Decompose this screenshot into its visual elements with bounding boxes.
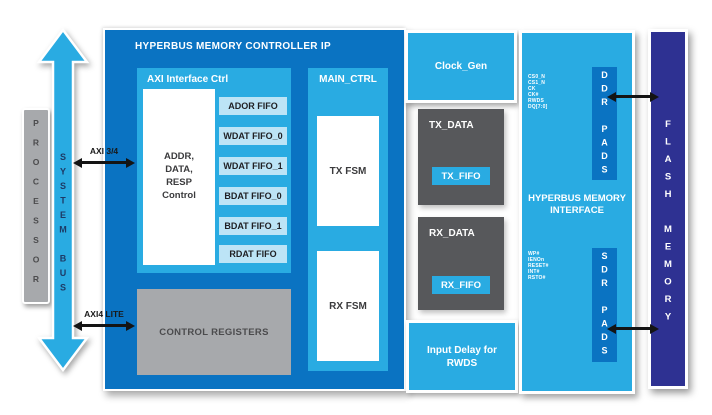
axi4lite-label: AXI4 LITE (84, 309, 124, 319)
signal-line: RSTO# (528, 275, 546, 281)
addr-data-resp-control-block: ADDR, DATA, RESP Control (143, 89, 215, 265)
signal-line: INT# (528, 269, 540, 275)
bdat-fifo-0: BDAT FIFO_0 (219, 187, 287, 205)
signal-line: RESET# (528, 263, 549, 269)
rdat-fifo: RDAT FIFO (219, 245, 287, 263)
wdat-fifo-1: WDAT FIFO_1 (219, 157, 287, 175)
rx-fsm-block: RX FSM (317, 251, 379, 361)
axi-interface-ctrl-title: AXI Interface Ctrl (147, 74, 229, 85)
signal-line: WP# (528, 251, 540, 257)
input-delay-rwds-block: Input Delay for RWDS (406, 320, 518, 393)
signal-line: CS1_N (528, 80, 546, 86)
flash-memory-block: FLASH MEMORY (648, 29, 688, 389)
rx-fifo-block: RX_FIFO (432, 276, 490, 294)
control-registers-block: CONTROL REGISTERS (137, 289, 291, 375)
signal-line: RWDS (528, 98, 544, 104)
axi4lite-arrow (73, 320, 135, 331)
processor-label: PROCESSOR (31, 118, 41, 294)
tx-data-title: TX_DATA (429, 120, 474, 131)
clock-gen-block: Clock_Gen (405, 30, 517, 103)
axi34-arrow (73, 157, 135, 168)
tx-fifo-block: TX_FIFO (432, 167, 490, 185)
rx-data-title: RX_DATA (429, 228, 475, 239)
tx-data-block: TX_DATA TX_FIFO (418, 109, 504, 205)
system-bus-label: SYSTEM BUS (58, 152, 68, 297)
flash-memory-label: FLASH MEMORY (662, 119, 674, 329)
controller-title: HYPERBUS MEMORY CONTROLLER IP (135, 41, 331, 52)
axi-interface-ctrl-block: AXI Interface Ctrl ADDR, DATA, RESP Cont… (137, 68, 291, 273)
main-ctrl-title: MAIN_CTRL (319, 74, 377, 85)
rx-data-block: RX_DATA RX_FIFO (418, 217, 504, 310)
signal-line: CK# (528, 92, 539, 98)
signal-line: CS0_N (528, 74, 546, 80)
processor-block: PROCESSOR (22, 108, 50, 304)
signal-line: DQ[7:0] (528, 104, 548, 110)
ddr-flash-arrow (607, 91, 659, 102)
ddr-pads-block: DDR PADS (592, 67, 617, 180)
hyperbus-controller-block: HYPERBUS MEMORY CONTROLLER IP AXI Interf… (103, 28, 406, 391)
sdr-pads-block: SDR PADS (592, 248, 617, 362)
axi34-label: AXI 3/4 (89, 146, 119, 156)
main-ctrl-block: MAIN_CTRL TX FSM RX FSM (308, 68, 388, 371)
tx-fsm-block: TX FSM (317, 116, 379, 226)
bdat-fifo-1: BDAT FIFO_1 (219, 217, 287, 235)
sdr-pads-label: SDR PADS (599, 251, 610, 359)
wdat-fifo-0: WDAT FIFO_0 (219, 127, 287, 145)
signal-line: CK (528, 86, 536, 92)
ddr-pads-label: DDR PADS (599, 69, 610, 178)
system-bus-label-wrap: SYSTEM BUS (54, 142, 72, 307)
hyperbus-interface-title: HYPERBUS MEMORY INTERFACE (528, 193, 626, 216)
sdr-flash-arrow (607, 323, 659, 334)
ador-fifo: ADOR FIFO (219, 97, 287, 115)
signal-line: IENOn (528, 257, 545, 263)
system-bus-arrow (36, 28, 90, 372)
